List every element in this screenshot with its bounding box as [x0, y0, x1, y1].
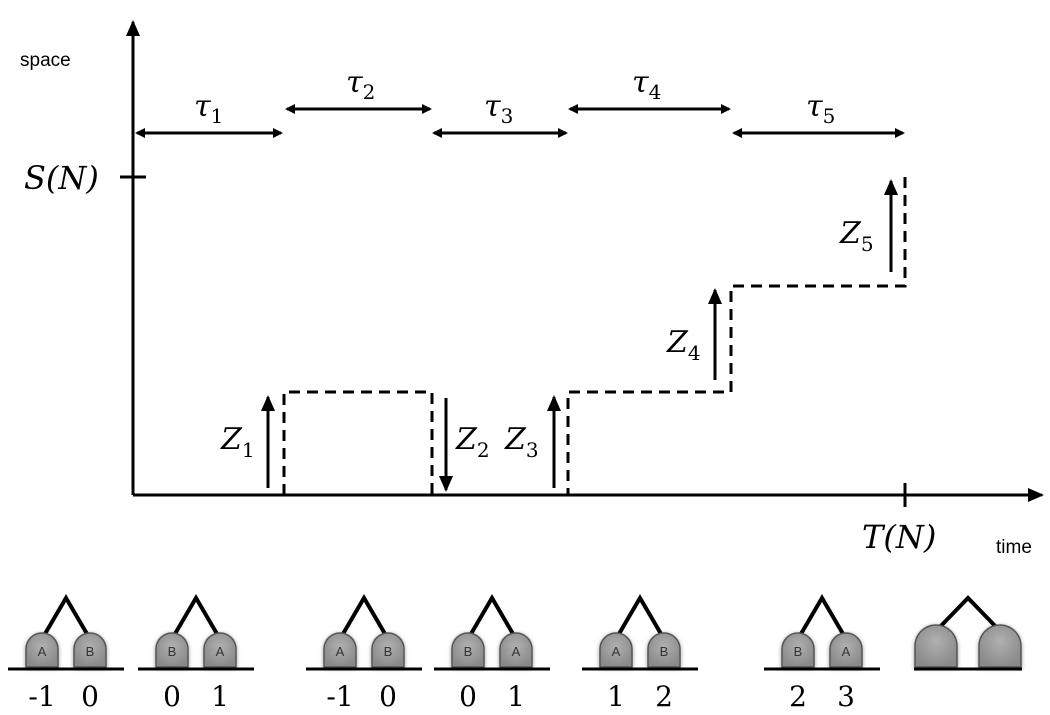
tree-leaf: [155, 632, 189, 668]
tree-leaf: [203, 632, 237, 668]
tree-leaf: [499, 632, 533, 668]
y-axis-label: space: [20, 50, 71, 71]
tree-leaf-label: A: [842, 644, 851, 659]
tree-branches: [614, 594, 666, 641]
interval-label-2: τ2: [346, 65, 375, 104]
y-tick-label: S(N): [24, 159, 99, 197]
tree: A B -1 0: [306, 594, 422, 713]
tree-leaf: [73, 632, 107, 668]
tree-leaf-label: B: [86, 644, 95, 659]
tree: [914, 595, 1022, 671]
jump-label-4: Z4: [666, 325, 701, 365]
tree-position-label: 0: [163, 680, 181, 713]
jump-label-1: Z1: [220, 422, 255, 462]
jump-label-3: Z3: [504, 422, 539, 462]
tree-leaf: [647, 632, 681, 668]
interval-label-3: τ3: [484, 89, 513, 128]
tree-branches: [796, 594, 848, 641]
tree-leaf-label: A: [512, 644, 521, 659]
tree-leaf: [323, 632, 357, 668]
tree-position-label: 3: [837, 680, 855, 713]
jump-label-2: Z2: [455, 422, 490, 462]
interval-label-1: τ1: [194, 89, 223, 128]
tree-position-label: -1: [28, 680, 55, 713]
tree-position-label: 2: [789, 680, 807, 713]
interval-label-4: τ4: [632, 65, 661, 104]
tree-leaf-label: B: [384, 644, 393, 659]
tree-leaf-label: B: [464, 644, 473, 659]
tree-branches: [170, 594, 222, 641]
tree-leaf-label: A: [38, 644, 47, 659]
tree: A B -1 0: [8, 594, 124, 713]
tree-branches: [338, 594, 390, 641]
tree-leaf-label: A: [216, 644, 225, 659]
tree-branches: [40, 594, 92, 641]
tree-leaf: [599, 632, 633, 668]
tree-position-label: -1: [326, 680, 353, 713]
tree-branches: [466, 594, 518, 641]
tree-position-label: 0: [379, 680, 397, 713]
tree-leaf-label: A: [612, 644, 621, 659]
tree-leaf: [25, 632, 59, 668]
tree-leaf: [781, 632, 815, 668]
jump-label-5: Z5: [839, 216, 874, 256]
tree-position-label: 1: [607, 680, 625, 713]
tree-position-label: 0: [81, 680, 99, 713]
tree-position-label: 2: [655, 680, 673, 713]
tree-leaf-label: B: [794, 644, 803, 659]
tree-leaf: [914, 624, 958, 668]
tree-leaf: [978, 624, 1022, 668]
tree-leaf: [371, 632, 405, 668]
interval-arrows: [135, 104, 905, 138]
tree-position-label: 1: [211, 680, 229, 713]
tree-leaf: [451, 632, 485, 668]
step-path: [282, 177, 907, 497]
tree-position-label: 1: [507, 680, 525, 713]
tree-leaf-label: A: [336, 644, 345, 659]
tree-branches: [934, 595, 1002, 633]
tree-position-label: 0: [459, 680, 477, 713]
tree-leaf-label: B: [168, 644, 177, 659]
tree-leaf: [829, 632, 863, 668]
x-tick-label: T(N): [862, 518, 936, 556]
tree-leaf-label: B: [660, 644, 669, 659]
interval-label-5: τ5: [806, 89, 835, 128]
x-axis-label: time: [996, 537, 1032, 558]
